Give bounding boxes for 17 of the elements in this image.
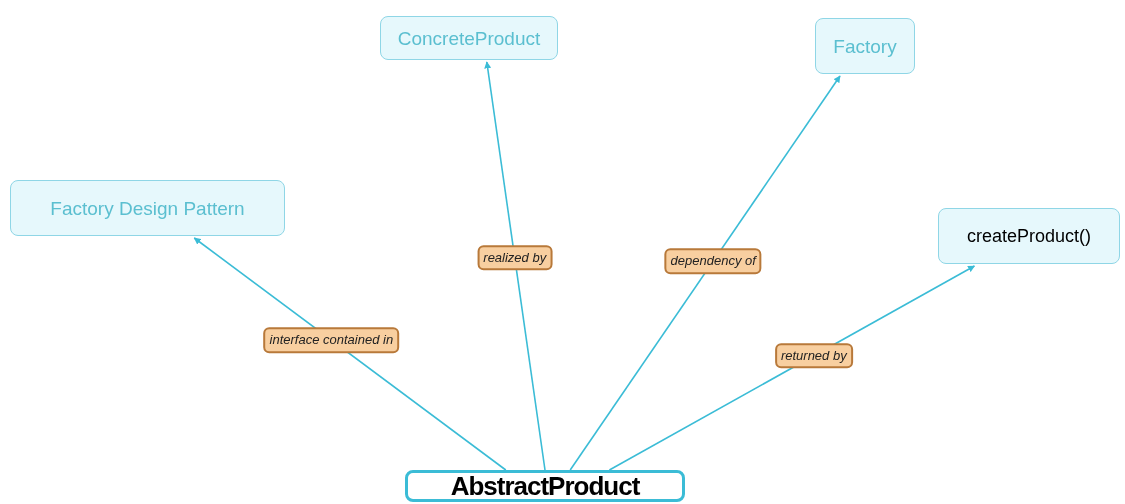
edge-label: interface contained in <box>263 327 400 353</box>
node-label: Factory Design Pattern <box>50 198 245 218</box>
edge-label: returned by <box>774 343 853 369</box>
edge-label: dependency of <box>664 248 762 274</box>
concept-box <box>405 470 685 502</box>
node-label: Factory <box>833 36 897 56</box>
node-label: AbstractProduct <box>450 473 640 499</box>
arrow <box>484 61 546 471</box>
concept-box <box>10 180 285 236</box>
arrow <box>193 237 507 471</box>
edge-label: realized by <box>477 245 553 271</box>
concept-box <box>380 16 558 60</box>
concept-box <box>938 208 1120 264</box>
node-label: createProduct() <box>966 227 1092 245</box>
arrow <box>569 75 841 471</box>
concept-box <box>815 18 915 74</box>
node-label: ConcreteProduct <box>397 28 541 48</box>
